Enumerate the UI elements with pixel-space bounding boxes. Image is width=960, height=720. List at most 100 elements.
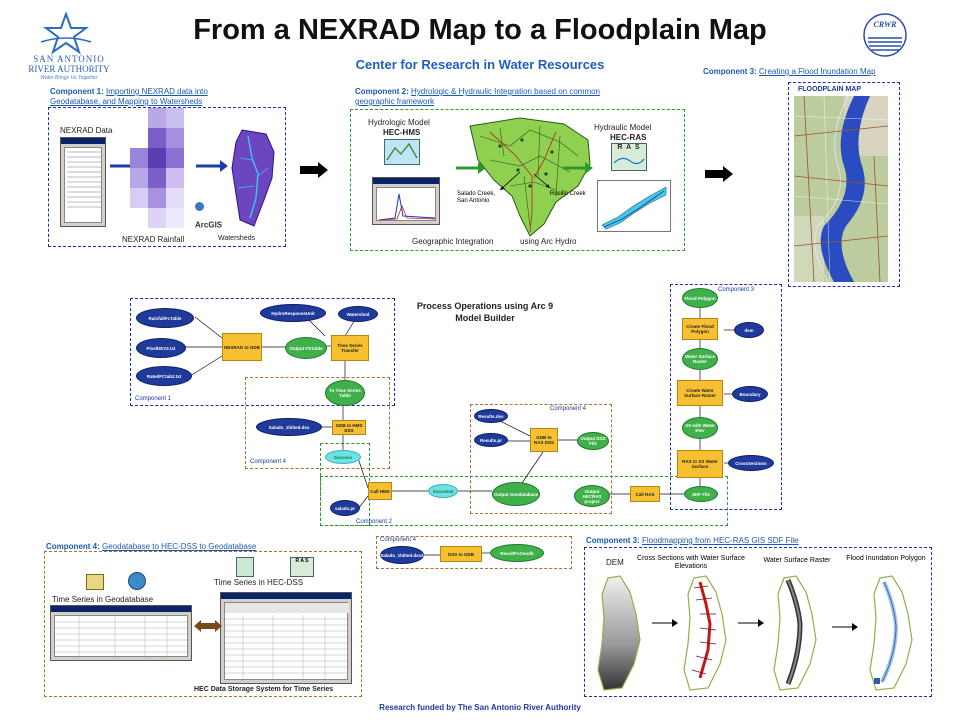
logo-line2: RIVER AUTHORITY — [28, 64, 110, 74]
logo-line1: SAN ANTONIO — [33, 54, 105, 64]
node-output-dss: Output DSS File — [577, 432, 609, 450]
component3-bottom-label: Component 3: Floodmapping from HEC-RAS G… — [586, 536, 799, 545]
process-component4a-box — [245, 377, 390, 469]
logo-tagline: Water Brings Us Together — [40, 75, 98, 81]
nexrad-rainfall-grid — [130, 108, 190, 230]
arrow-raster-to-polygon — [832, 623, 858, 631]
node-create-ws: Create Water Surface Raster — [677, 380, 723, 406]
process-component4b-box — [470, 404, 612, 514]
node-flood-polygon: Flood Polygon — [682, 288, 718, 308]
node-watershed: Watershed — [338, 306, 378, 322]
nexrad-rainfall-label: NEXRAD Rainfall — [122, 235, 185, 244]
ras-icon: R A S — [611, 143, 647, 171]
node-boundary: Boundary — [732, 386, 768, 402]
node-salado-dss: Salado_1hilted.dss — [256, 418, 322, 436]
hydraulic-model-label: Hydraulic Model — [594, 123, 652, 132]
node-results-pr: Results.pr — [474, 433, 508, 447]
component2-box — [350, 109, 685, 251]
crwr-logo: CRWR — [862, 12, 908, 58]
salado-creek-label: Salado Creek, San Antonio — [457, 191, 496, 204]
nexrad-data-label: NEXRAD Data — [60, 126, 113, 135]
node-xs-water: XS with Water Elev — [682, 417, 718, 439]
crwr-text: CRWR — [873, 20, 897, 29]
watersheds-label: Watersheds — [218, 235, 256, 242]
node-cross-sections: CrossSections — [728, 455, 774, 471]
node-gdb-ras-dss: GDB to RAS DSS — [530, 428, 558, 452]
hms-hydrograph-window — [372, 177, 440, 225]
node-create-fp: Create Flood Polygon — [682, 318, 718, 340]
process-component4c-label: Component 4 — [380, 537, 417, 543]
node-rainfall-fc: RainfallFcTable — [136, 308, 194, 328]
process-title: Process Operations using Arc 9 Model Bui… — [416, 301, 554, 323]
node-dss-gdb: DSS to GDB — [440, 546, 482, 562]
arrow-comp2-to-comp3 — [705, 166, 733, 182]
xs-map — [680, 574, 730, 692]
watershed-map — [228, 128, 278, 230]
flood-polygon-map — [866, 574, 918, 692]
ws-raster-map — [770, 574, 820, 692]
node-success: Success — [325, 450, 361, 464]
component3-bottom-box — [584, 547, 932, 697]
component1-box — [48, 107, 286, 247]
globe-db-icon — [128, 572, 146, 590]
node-salado-pr: salado.pr — [330, 500, 360, 516]
hydrologic-model-label: Hydrologic Model — [368, 118, 430, 127]
arrow-geo-to-ras — [563, 162, 593, 174]
cross-sections-label: Cross Sections with Water Surface Elevat… — [637, 555, 745, 570]
node-success2: Success2 — [428, 484, 458, 498]
node-hydro-resp: HydroResponseUnit — [260, 304, 326, 322]
page-title: From a NEXRAD Map to a Floodplain Map — [193, 14, 767, 46]
process-component3-label: Component 3 — [718, 287, 755, 293]
footer-credit: Research funded by The San Antonio River… — [379, 703, 581, 712]
hms-icon — [384, 139, 420, 165]
component3-top-label: Component 3: Creating a Flood Inundation… — [703, 67, 876, 76]
arrow-rainfall-to-watershed — [196, 160, 228, 172]
node-pixel-dem: PixelDEV2.txt — [136, 338, 186, 358]
node-time-series-transfer: Time Series Transfer — [331, 335, 369, 361]
flood-inundation-label: Flood Inundation Polygon — [846, 555, 926, 562]
using-arc-hydro-label: using Arc Hydro — [520, 237, 577, 246]
dem-map — [594, 574, 644, 692]
arrow-xs-to-raster — [738, 619, 764, 627]
arrow-comp1-to-comp2 — [300, 162, 328, 178]
ts-geodatabase-label: Time Series in Geodatabase — [52, 595, 154, 604]
globe-icon — [195, 202, 204, 212]
node-call-ras: Call RAS — [630, 486, 660, 502]
salado-watershed-map — [460, 116, 600, 240]
geodatabase-table-window — [50, 605, 192, 661]
process-component2-label: Component 2 — [356, 519, 393, 525]
process-component4a-label: Component 4 — [250, 459, 287, 465]
geo-integration-label: Geographic Integration — [412, 237, 494, 246]
ts-hec-dss-label: Time Series in HEC-DSS — [214, 578, 304, 587]
node-salado-dss2: Salado_1hilted.dss2 — [380, 546, 424, 564]
hec-storage-label: HEC Data Storage System for Time Series — [194, 686, 334, 693]
component1-label: Component 1: Importing NEXRAD data into … — [50, 87, 208, 106]
node-to-ts-table: To Time Series Table — [325, 380, 365, 406]
node-rated-fc: RatedFCtab2.txt — [136, 366, 192, 386]
hec-dss-icon-1 — [236, 557, 254, 577]
process-component4c-box — [376, 536, 572, 569]
ws-raster-label: Water Surface Raster — [763, 557, 831, 564]
node-nexrad-gdb: NEXRAD to GDB — [222, 333, 262, 361]
rosillo-creek-label: Rosillo Creek — [550, 191, 586, 197]
node-sdf-file: SDF File — [684, 486, 718, 502]
node-call-hms: Call HMS — [368, 482, 392, 500]
process-component3-box — [670, 284, 782, 510]
hec-hms-label: HEC-HMS — [383, 128, 421, 137]
process-component1-box — [130, 298, 395, 406]
hec-ras-label: HEC-RAS — [610, 133, 647, 142]
ras-floodplain-window — [597, 180, 671, 232]
dem-label: DEM — [606, 558, 624, 567]
node-output-fs: Output FSTable — [285, 337, 327, 359]
component3-top-box — [788, 82, 900, 287]
star-icon — [40, 12, 92, 55]
nexrad-data-window — [60, 137, 106, 227]
process-component1-label: Component 1 — [135, 396, 172, 402]
node-dem: dem — [734, 322, 764, 338]
arrow-dem-to-xs — [652, 619, 678, 627]
node-ws-raster: Water Surface Raster — [682, 348, 718, 370]
page-subtitle: Center for Research in Water Resources — [355, 57, 605, 72]
node-result-gdb: ResultFcGeodb — [490, 544, 544, 562]
node-gdb-hms-dss: GDB to HMS DSS — [332, 420, 366, 435]
node-output-hecras: Output HECRAS project — [574, 485, 610, 507]
